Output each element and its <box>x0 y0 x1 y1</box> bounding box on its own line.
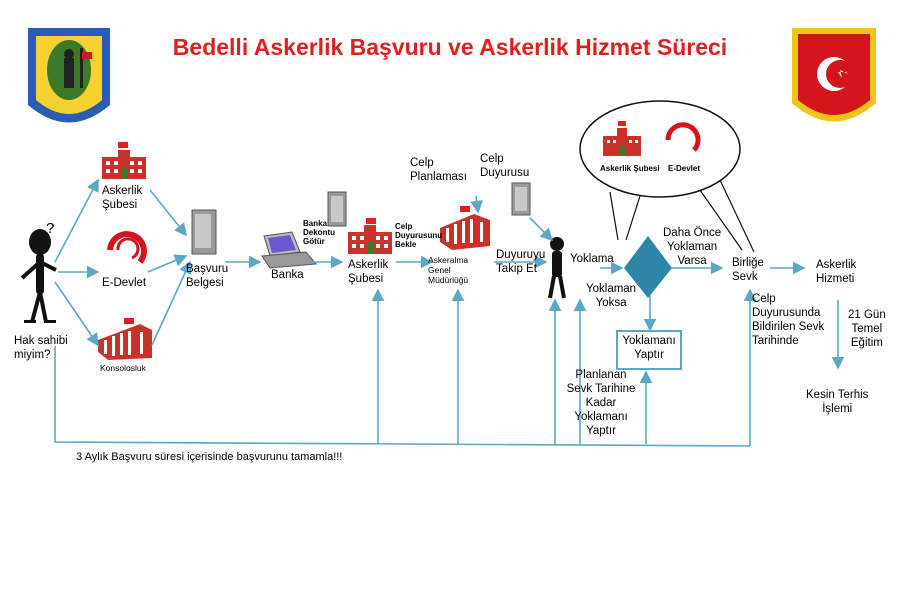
temel-egitim-label: 21 Gün Temel Eğitim <box>848 309 886 349</box>
server-icon <box>191 209 217 255</box>
cloud-askerlik-subesi-label: Askerlik Şubesi <box>600 164 660 173</box>
dekont-server-icon <box>327 191 347 227</box>
askerlik-subesi-1-label: Askerlik Şubesi <box>102 185 143 211</box>
askerlik-subesi-2-label: Askerlik Şubesi <box>348 259 389 285</box>
basvuru-belgesi-label: Başvuru Belgesi <box>186 263 229 289</box>
askeralma-building-icon <box>440 206 490 250</box>
yoklamani-yaptir-label: Yoklamanı Yaptır <box>622 335 676 361</box>
hak-sahibi-label: Hak sahibi miyim? <box>14 335 68 361</box>
planlanan-label: Planlanan Sevk Tarihine Kadar Yoklamanı … <box>566 369 636 437</box>
banka-label: Banka <box>271 269 304 281</box>
duyuruyu-takip-label: Duyuruyu Takip Et <box>496 249 546 275</box>
celp-planlamasi-label: Celp Planlaması <box>410 157 467 183</box>
askeralma-logo <box>28 28 110 123</box>
decision-diamond <box>624 236 672 298</box>
celp-server-icon <box>511 182 531 216</box>
question-mark: ? <box>46 220 55 237</box>
yoklama-label: Yoklama <box>570 253 614 265</box>
banka-dekontu-label: Banka Dekontu Götür <box>303 219 335 246</box>
askerlik-subesi-building-icon <box>102 142 146 179</box>
e-devlet-icon <box>107 231 147 264</box>
celp-duyurusunda-label: Celp Duyurusunda Bildirilen Sevk Tarihin… <box>752 293 825 347</box>
askerlik-hizmeti-label: Askerlik Hizmeti <box>816 259 857 285</box>
msb-logo <box>792 28 876 122</box>
person-thinking-icon <box>20 229 57 323</box>
page-title: Bedelli Askerlik Başvuru ve Askerlik Hiz… <box>172 34 728 60</box>
e-devlet-label: E-Devlet <box>102 277 147 289</box>
footer-note: 3 Aylık Başvuru süresi içerisinde başvur… <box>76 451 343 463</box>
person-walking-icon <box>548 237 566 299</box>
daha-once-label: Daha Önce Yoklaman Varsa <box>663 227 722 267</box>
laptop-icon <box>261 231 317 269</box>
flow-arrows <box>54 178 845 447</box>
yoklamani-yaptir-box <box>616 330 682 370</box>
celp-bekle-label: Celp Duyurusunu Bekle <box>395 222 443 249</box>
kesin-terhis-label: Kesin Terhis İşlemi <box>806 389 869 415</box>
thought-cloud <box>579 100 755 253</box>
konsolosluk-building-icon <box>98 318 152 360</box>
askerlik-subesi-2-building-icon <box>348 218 392 254</box>
askeralma-label: Askeralma Genel Müdürlüğü <box>428 255 469 285</box>
konsolosluk-label: Konsolosluk <box>100 363 146 373</box>
birlige-sevk-label: Birliğe Sevk <box>732 257 764 283</box>
celp-duyurusu-label: Celp Duyurusu <box>480 153 530 179</box>
yoklaman-yoksa-label: Yoklaman Yoksa <box>586 283 637 309</box>
cloud-e-devlet-label: E-Devlet <box>668 164 701 173</box>
